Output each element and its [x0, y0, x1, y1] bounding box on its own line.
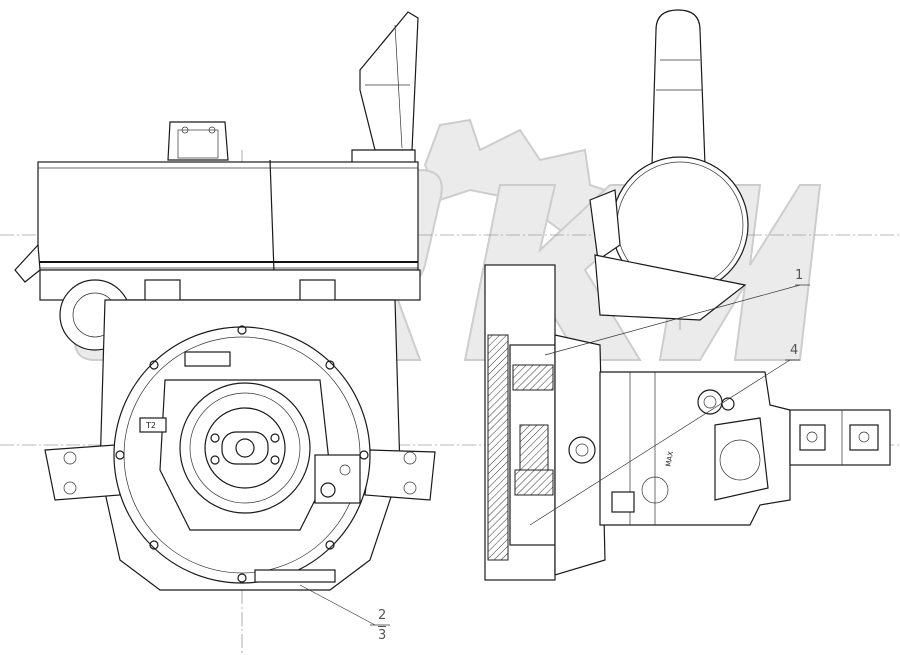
callout-label-4: 4 [790, 343, 799, 358]
flange-mark-box [139, 417, 167, 433]
mount-left [44, 444, 121, 501]
leader-lines [299, 284, 810, 626]
muffler-bracket [594, 254, 747, 321]
front-view [14, 11, 436, 591]
callout-label-1: 1 [795, 268, 804, 283]
oil-sump [254, 569, 336, 583]
housing-bolts [115, 325, 369, 583]
mount-right [364, 449, 436, 501]
side-view [484, 9, 891, 581]
auxiliary-pump [314, 454, 361, 504]
pump-port-flange [714, 417, 769, 501]
flange-mark-text: T2 [146, 421, 156, 430]
exhaust-pipe [359, 11, 419, 151]
exhaust-stack [651, 9, 706, 166]
intake-housing [167, 121, 229, 161]
air-cleaner-body [37, 161, 419, 271]
callout-label-3: 3 [378, 626, 387, 643]
callout-label-2: 2 [378, 608, 387, 623]
